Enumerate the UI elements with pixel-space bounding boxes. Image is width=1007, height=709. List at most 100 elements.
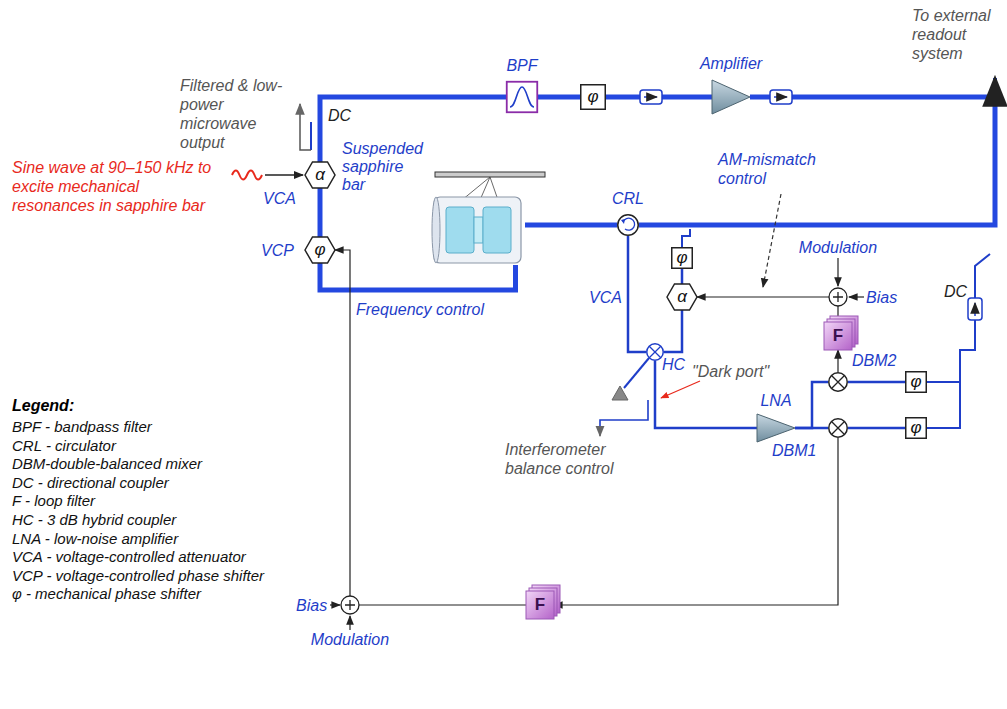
symbol-text: F (824, 322, 852, 350)
phase-shifter: φ (905, 371, 927, 393)
coupler-segment (310, 122, 312, 150)
isolator-symbol (968, 298, 982, 320)
amplifier: Amplifier (712, 80, 750, 114)
legend-entry: LNA - low-noise amplifier (12, 530, 178, 549)
microwave-line (318, 188, 323, 237)
balance-arrow (599, 428, 600, 436)
symbol-text: φ (905, 371, 927, 393)
interferometer-line (681, 269, 684, 284)
readout-output-arrow (993, 78, 997, 97)
amplifier-shape (712, 80, 750, 114)
symbol-text: F (526, 591, 554, 619)
component-label: DBM1 (772, 442, 816, 460)
control-line (837, 350, 838, 372)
annotation-label: Sine wave at 90–150 kHz to excite mechan… (12, 158, 222, 215)
schematic-stroke (770, 90, 792, 104)
circulator-shape (617, 214, 639, 236)
excitation-arrow (265, 174, 303, 175)
annotation-label: Modulation (798, 238, 878, 257)
bandpass-filter: BPF (506, 81, 538, 113)
annotation-label: Filtered & low-power microwave output (180, 76, 292, 152)
microwave-line (320, 263, 516, 290)
voltage-phase-shifter: φVCP (305, 237, 335, 263)
coupler-tap (682, 229, 690, 247)
schematic-stroke (833, 292, 843, 302)
bias-arrow (330, 604, 340, 605)
legend-entry: CRL - circulator (12, 437, 116, 456)
legend-entry: VCA - voltage-controlled attenuator (12, 548, 246, 567)
schematic-stroke (644, 96, 657, 98)
terminator-load (612, 386, 628, 400)
isolator-symbol (770, 90, 792, 104)
mixer: DBM1 (828, 418, 848, 438)
component-label: DBM2 (852, 352, 896, 370)
modulation-arrow (837, 258, 838, 286)
annotation-label: Interferometer balance control (505, 440, 655, 478)
schematic-stroke (640, 90, 662, 104)
attenuator: αVCA (305, 162, 335, 188)
legend-entry: φ - mechanical phase shifter (12, 585, 201, 604)
summing-junction (829, 288, 847, 306)
symbol-text: φ (671, 247, 693, 269)
component-label: CRL (609, 190, 647, 208)
legend-entry: F - loop filter (12, 492, 95, 511)
schematic-stroke (968, 298, 982, 320)
interferometer-line (628, 236, 646, 352)
interferometer-line (664, 310, 682, 352)
balance-tap (600, 400, 648, 435)
annotation-label: Bias (296, 596, 327, 615)
loop-filter: F (824, 322, 852, 350)
component-label: BPF (492, 57, 552, 75)
schematic-stroke (974, 303, 976, 316)
component-label: VCP (261, 242, 294, 260)
component-label: Suspended sapphire bar (342, 140, 426, 194)
schematic-stroke (829, 288, 847, 306)
loop-filter: F (526, 591, 554, 619)
bandpass-filter-shape (506, 81, 538, 113)
sapphire-resonator: Suspended sapphire bar (430, 195, 525, 265)
interferometer-line (848, 427, 905, 430)
component-label: VCA (589, 289, 622, 307)
terminator-line (624, 358, 649, 388)
schematic-stroke (341, 596, 359, 614)
low-noise-amplifier-shape (757, 414, 795, 442)
hybrid-coupler-shape (646, 343, 664, 361)
microwave-line (525, 223, 617, 228)
legend-entry: DC - directional coupler (12, 474, 169, 493)
legend-entry: HC - 3 dB hybrid coupler (12, 511, 176, 530)
phase-shifter: φ (671, 247, 693, 269)
mixer-shape (828, 372, 848, 392)
interferometer-line (795, 382, 828, 428)
modulation-arrow (349, 616, 350, 630)
annotation-label: "Dark port" (692, 362, 769, 381)
isolator-symbol (640, 90, 662, 104)
component-label: Amplifier (682, 55, 780, 73)
mixer-shape (828, 418, 848, 438)
component-label: VCA (263, 190, 296, 208)
symbol-text: α (305, 162, 335, 188)
suspension-plate (435, 172, 545, 177)
annotation-label: Frequency control (356, 300, 484, 319)
component-label: LNA (751, 392, 801, 410)
hybrid-coupler: HC (646, 343, 664, 361)
annotation-label: Bias (866, 288, 897, 307)
symbol-text: φ (905, 417, 927, 439)
am-mismatch-pointer (763, 194, 781, 287)
schematic-stroke (774, 96, 787, 98)
control-line (335, 250, 526, 605)
annotation-label: Legend: (12, 396, 74, 415)
annotation-label: To external readout system (912, 6, 1002, 63)
microwave-line (538, 95, 580, 100)
mixer: DBM2 (828, 372, 848, 392)
annotation-label: Modulation (310, 630, 390, 649)
circulator: CRL (617, 214, 639, 236)
phase-shifter: φ (905, 417, 927, 439)
bias-arrow (849, 296, 864, 297)
legend-entry: BPF - bandpass filter (12, 418, 152, 437)
dark-port-pointer (661, 381, 700, 398)
summing-junction (341, 596, 359, 614)
legend-entry: DBM-double-balanced mixer (12, 455, 202, 474)
symbol-text: φ (305, 237, 335, 263)
microwave-line (639, 97, 995, 225)
